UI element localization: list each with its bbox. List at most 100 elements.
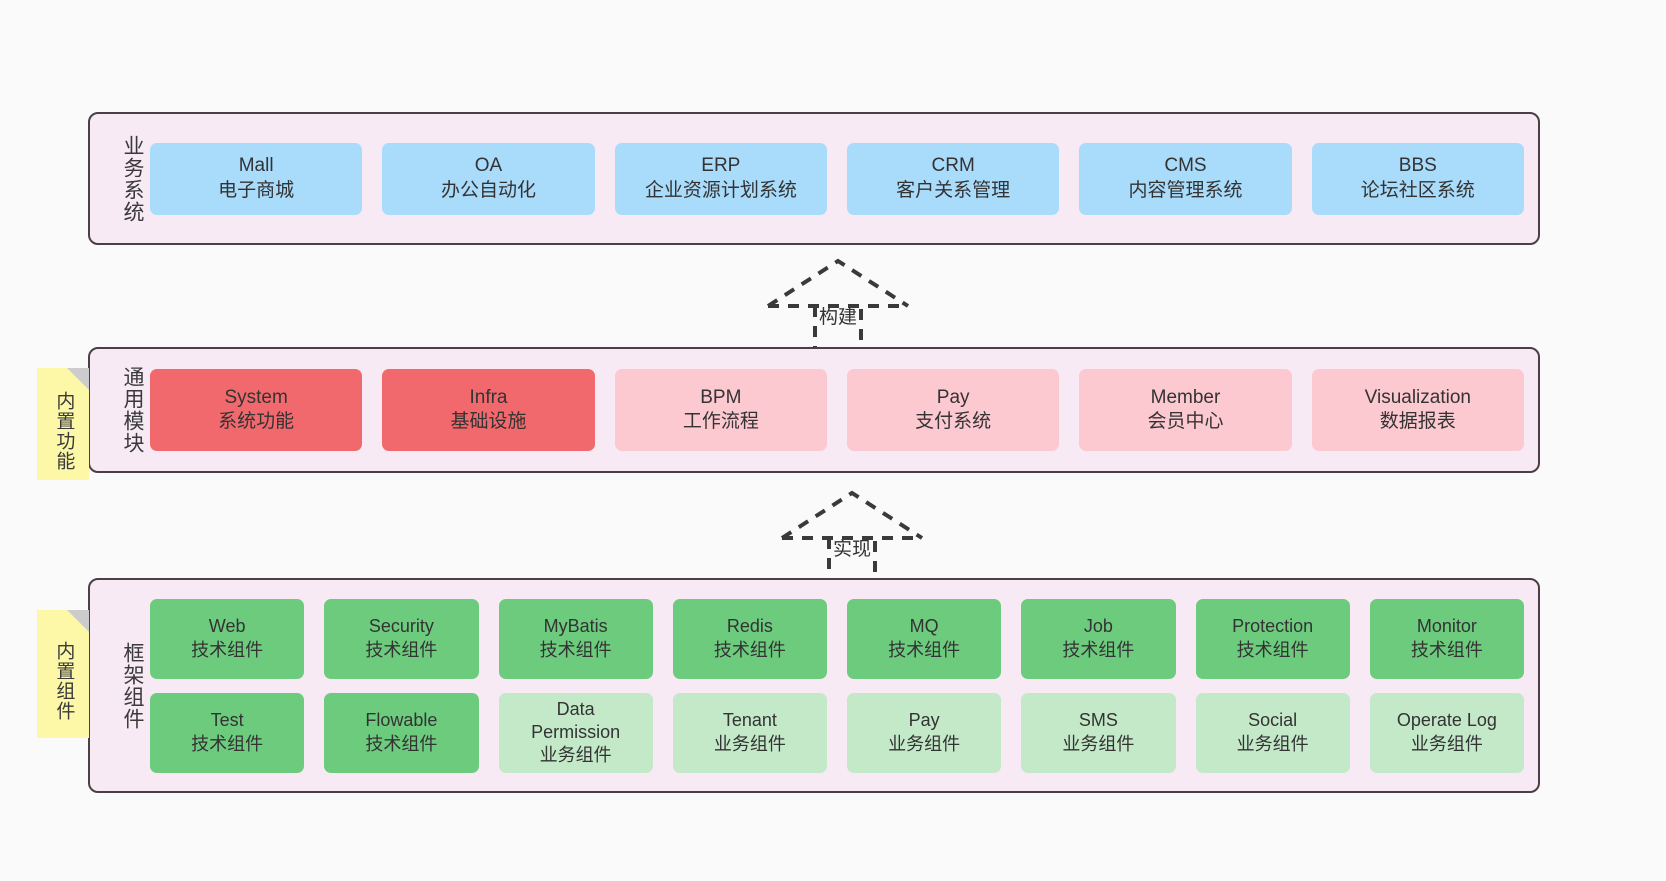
note-builtin-components: 内置组件: [37, 610, 89, 738]
node-title: Job: [1083, 616, 1113, 637]
tier-common-modules: 通用模块 System 系统功能 Infra 基础设施 BPM 工作流程 Pay…: [88, 347, 1540, 473]
node-oa[interactable]: OA 办公自动化: [382, 142, 595, 215]
node-visualization[interactable]: Visualization 数据报表: [1311, 369, 1524, 451]
tier-label-business-systems: 业务系统: [121, 134, 144, 223]
note-builtin-features: 内置功能: [37, 368, 89, 480]
node-mall[interactable]: Mall 电子商城: [150, 142, 363, 215]
node-job[interactable]: Job 技术组件: [1021, 598, 1176, 679]
node-title: ERP: [701, 155, 741, 177]
node-title: Redis: [726, 616, 773, 637]
node-crm[interactable]: CRM 客户关系管理: [846, 142, 1060, 215]
node-subtitle: 技术组件: [1062, 639, 1135, 660]
node-title: System: [224, 386, 288, 408]
node-title: Flowable: [365, 710, 438, 731]
node-subtitle: 技术组件: [1410, 639, 1483, 660]
node-title: SMS: [1078, 710, 1118, 731]
node-bbs[interactable]: BBS 论坛社区系统: [1311, 142, 1524, 215]
node-security[interactable]: Security 技术组件: [324, 598, 479, 679]
node-title: Mall: [238, 155, 274, 177]
tier-body-common-modules: System 系统功能 Infra 基础设施 BPM 工作流程 Pay 支付系统…: [144, 349, 1538, 471]
node-title: Data Permission: [531, 698, 621, 742]
node-subtitle: 技术组件: [1236, 639, 1309, 660]
node-subtitle: 办公自动化: [440, 179, 536, 201]
node-data-permission[interactable]: Data Permission 业务组件: [498, 692, 653, 773]
node-subtitle: 技术组件: [713, 639, 786, 660]
node-title: Tenant: [722, 710, 777, 731]
node-subtitle: 系统功能: [218, 411, 295, 432]
node-subtitle: 数据报表: [1379, 411, 1456, 432]
node-subtitle: 业务组件: [539, 745, 612, 766]
node-sms[interactable]: SMS 业务组件: [1021, 692, 1176, 773]
node-operate-log[interactable]: Operate Log 业务组件: [1369, 692, 1524, 773]
connector-shaft: [827, 538, 877, 584]
node-title: Pay: [908, 710, 940, 731]
node-member[interactable]: Member 会员中心: [1079, 369, 1292, 451]
node-redis[interactable]: Redis 技术组件: [672, 598, 827, 679]
node-mybatis[interactable]: MyBatis 技术组件: [498, 598, 653, 679]
node-subtitle: 技术组件: [365, 639, 438, 660]
node-subtitle: 会员中心: [1147, 411, 1224, 432]
connector-build: 构建: [758, 258, 918, 358]
node-title: Monitor: [1416, 616, 1477, 637]
generalization-arrowhead: [766, 258, 910, 308]
note-builtin-features-label: 内置功能: [53, 391, 75, 471]
node-title: BBS: [1398, 155, 1437, 177]
node-erp[interactable]: ERP 企业资源计划系统: [614, 142, 827, 215]
node-social[interactable]: Social 业务组件: [1195, 692, 1350, 773]
node-subtitle: 支付系统: [915, 411, 992, 432]
generalization-arrowhead: [780, 490, 924, 540]
node-flowable[interactable]: Flowable 技术组件: [324, 692, 479, 773]
node-title: CRM: [931, 155, 975, 177]
node-subtitle: 电子商城: [218, 179, 295, 201]
node-cms[interactable]: CMS 内容管理系统: [1079, 142, 1292, 215]
node-title: MQ: [909, 616, 939, 637]
node-subtitle: 业务组件: [713, 733, 786, 754]
tier-label-common-modules: 通用模块: [121, 366, 144, 454]
node-title: Web: [208, 616, 246, 637]
note-builtin-components-label: 内置组件: [53, 641, 75, 721]
node-subtitle: 工作流程: [682, 411, 759, 432]
node-pay-business[interactable]: Pay 业务组件: [847, 692, 1002, 773]
tier-row: System 系统功能 Infra 基础设施 BPM 工作流程 Pay 支付系统…: [150, 369, 1524, 451]
node-title: Social: [1248, 710, 1298, 731]
node-subtitle: 基础设施: [450, 411, 527, 432]
node-subtitle: 业务组件: [1236, 733, 1309, 754]
tier-body-framework-components: Web 技术组件 Security 技术组件 MyBatis 技术组件 Redi…: [144, 580, 1538, 791]
node-infra[interactable]: Infra 基础设施: [382, 369, 595, 451]
connector-shaft: [813, 306, 863, 352]
connector-implement: 实现: [772, 490, 932, 590]
node-mq[interactable]: MQ 技术组件: [847, 598, 1002, 679]
node-title: Member: [1150, 386, 1221, 408]
node-pay[interactable]: Pay 支付系统: [846, 369, 1060, 451]
node-subtitle: 客户关系管理: [896, 179, 1011, 201]
node-title: Pay: [936, 386, 970, 408]
node-bpm[interactable]: BPM 工作流程: [614, 369, 827, 451]
node-monitor[interactable]: Monitor 技术组件: [1369, 598, 1524, 679]
node-subtitle: 技术组件: [539, 639, 612, 660]
tier-row: Test 技术组件 Flowable 技术组件 Data Permission …: [150, 692, 1524, 773]
node-web[interactable]: Web 技术组件: [150, 598, 305, 679]
node-tenant[interactable]: Tenant 业务组件: [672, 692, 827, 773]
node-system[interactable]: System 系统功能: [150, 369, 363, 451]
node-title: Security: [368, 616, 434, 637]
tier-label-framework-components: 框架组件: [121, 641, 144, 730]
node-title: OA: [474, 155, 503, 177]
tier-framework-components: 框架组件 Web 技术组件 Security 技术组件 MyBatis 技术组件…: [88, 578, 1540, 793]
node-title: MyBatis: [543, 616, 608, 637]
node-title: Operate Log: [1396, 710, 1497, 731]
node-title: Protection: [1232, 616, 1314, 637]
node-subtitle: 技术组件: [888, 639, 961, 660]
tier-body-business-systems: Mall 电子商城 OA 办公自动化 ERP 企业资源计划系统 CRM 客户关系…: [144, 114, 1538, 243]
node-subtitle: 企业资源计划系统: [644, 179, 797, 201]
node-subtitle: 内容管理系统: [1128, 179, 1243, 201]
node-subtitle: 技术组件: [365, 733, 438, 754]
node-title: Test: [210, 710, 244, 731]
node-subtitle: 技术组件: [191, 733, 264, 754]
node-title: Infra: [469, 386, 508, 408]
node-test[interactable]: Test 技术组件: [150, 692, 305, 773]
node-title: Visualization: [1364, 386, 1471, 408]
node-subtitle: 业务组件: [1062, 733, 1135, 754]
node-protection[interactable]: Protection 技术组件: [1195, 598, 1350, 679]
node-subtitle: 业务组件: [1410, 733, 1483, 754]
node-subtitle: 技术组件: [191, 639, 264, 660]
